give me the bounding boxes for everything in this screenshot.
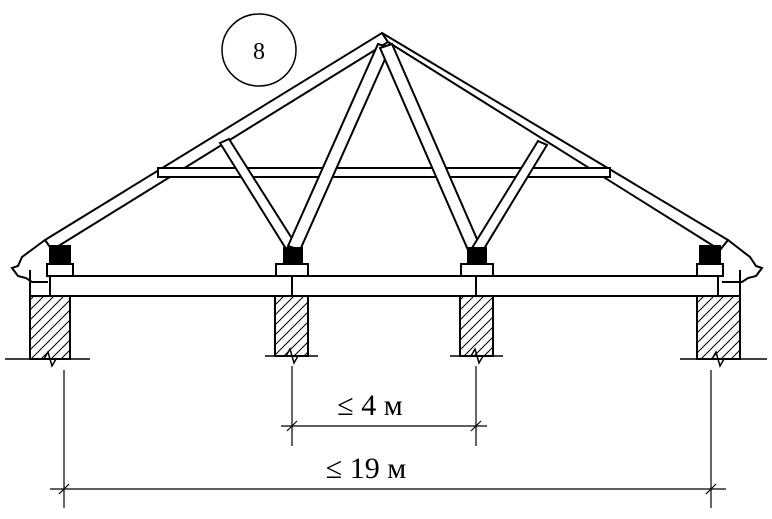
figure-number: 8 [253, 39, 265, 65]
span-label-large: ≤ 19 м [326, 452, 406, 485]
right-inner-strut [378, 42, 482, 252]
middle-post-right [459, 295, 494, 357]
figure-number-circle [221, 13, 297, 87]
right-eave-cornice [722, 239, 764, 283]
right-outer-strut [470, 139, 549, 254]
dimension-small [281, 366, 487, 446]
ground-break-lines [5, 347, 767, 368]
left-inner-strut [286, 42, 392, 252]
left-eave-cornice [10, 239, 48, 283]
left-eave-support [46, 245, 74, 277]
span-label-small: ≤ 4 м [337, 389, 402, 422]
middle-post-left [274, 295, 309, 357]
bottom-chord-beam [49, 275, 719, 297]
left-outer-strut [218, 137, 300, 254]
middle-support-left [275, 247, 309, 277]
middle-support-right [460, 247, 494, 277]
dimension-large [50, 370, 726, 508]
collar-tie [157, 167, 611, 178]
right-eave-support [696, 245, 724, 277]
